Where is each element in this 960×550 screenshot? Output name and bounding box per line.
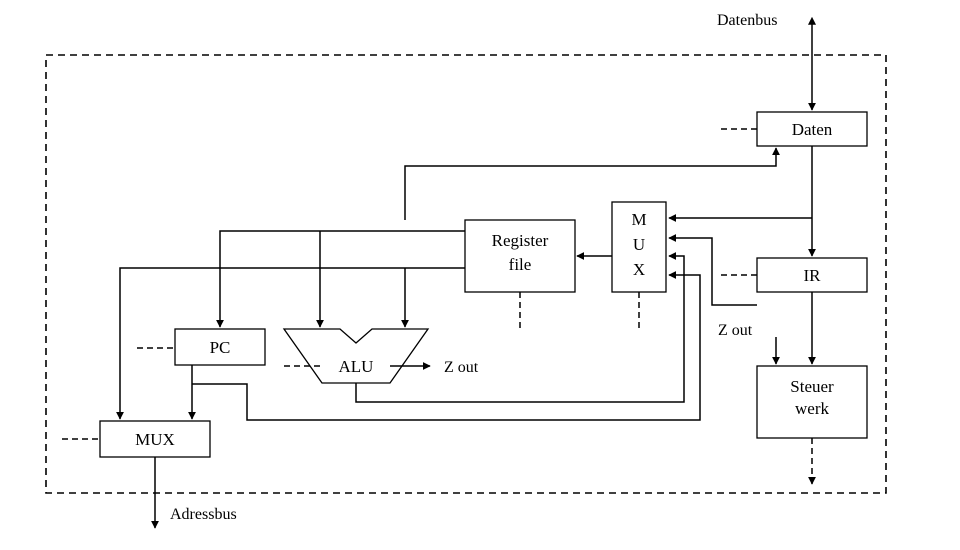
ir-label: IR bbox=[804, 266, 822, 285]
mux-bottom-label: MUX bbox=[135, 430, 175, 449]
register-to-mux-bottom-wire bbox=[116, 267, 465, 420]
alu-z-out-label: Z out bbox=[444, 359, 479, 376]
adressbus-label: Adressbus bbox=[170, 506, 237, 523]
datenbus-label: Datenbus bbox=[717, 12, 777, 29]
daten-label: Daten bbox=[792, 120, 833, 139]
alu-label: ALU bbox=[339, 357, 374, 376]
cpu-boundary bbox=[45, 54, 887, 494]
daten-register: Daten bbox=[756, 111, 868, 147]
steuerwerk-label-line1: Steuer bbox=[790, 377, 834, 396]
register-file-label-line2: file bbox=[509, 255, 532, 274]
register-file-block: Register file bbox=[464, 219, 576, 293]
alu-block: ALU bbox=[282, 328, 430, 384]
steuerwerk-label-line2: werk bbox=[795, 399, 829, 418]
register-to-daten-wire bbox=[404, 147, 780, 220]
register-to-pc-wire bbox=[216, 230, 465, 328]
steuerwerk-z-out-label: Z out bbox=[718, 322, 753, 339]
mux-right-block: M U X bbox=[611, 201, 667, 293]
ir-to-mux-wire bbox=[668, 234, 757, 306]
register-file-label-line1: Register bbox=[492, 231, 549, 250]
ir-register: IR bbox=[756, 257, 868, 293]
mux-right-letter-m: M bbox=[631, 210, 646, 229]
pc-register: PC bbox=[174, 328, 266, 366]
pc-to-mux-wire bbox=[192, 271, 701, 421]
alu-to-mux-wire bbox=[355, 252, 685, 403]
steuerwerk-block: Steuer werk bbox=[756, 365, 868, 439]
mux-right-letter-u: U bbox=[633, 235, 645, 254]
pc-label: PC bbox=[210, 338, 231, 357]
mux-bottom-block: MUX bbox=[99, 420, 211, 458]
mux-right-letter-x: X bbox=[633, 260, 645, 279]
